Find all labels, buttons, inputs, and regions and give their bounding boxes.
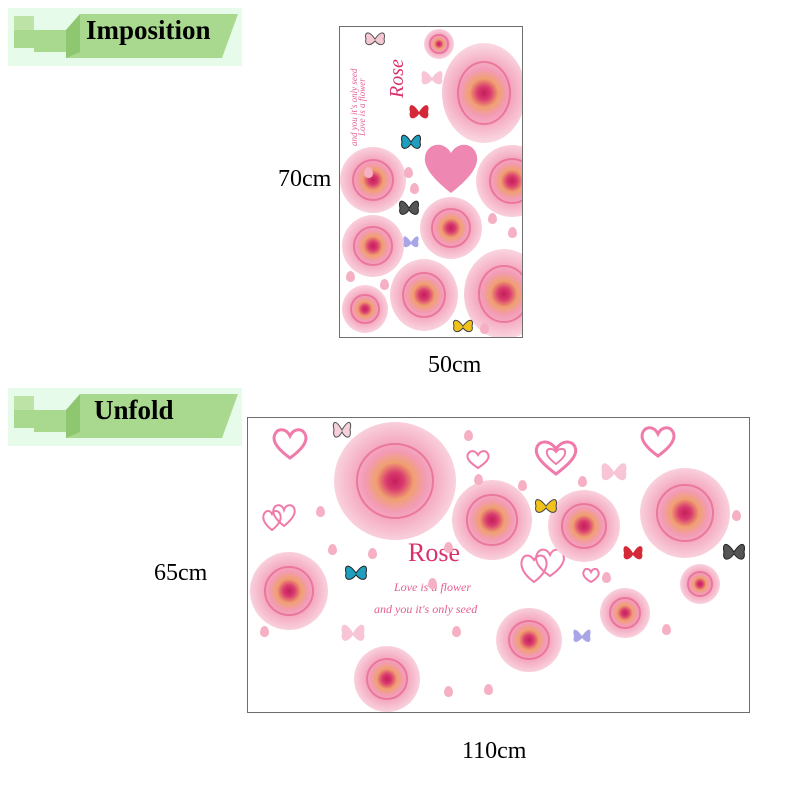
- butterfly-icon: [453, 319, 473, 333]
- petal: [346, 271, 355, 282]
- rose-sticker: [548, 490, 620, 562]
- butterfly-icon: [399, 200, 419, 215]
- petal: [480, 323, 489, 334]
- petal: [368, 548, 377, 559]
- petal: [518, 480, 527, 491]
- petal: [380, 279, 389, 290]
- petal: [428, 578, 437, 589]
- rose-sticker: [680, 564, 720, 604]
- butterfly-icon: [573, 629, 591, 642]
- butterfly-icon: [401, 134, 421, 149]
- petal: [602, 572, 611, 583]
- petal: [404, 167, 413, 178]
- imposition-sticker-sheet: and you it's only seed Love is a flower …: [339, 26, 523, 338]
- butterfly-icon: [341, 624, 365, 641]
- rose-sticker: [420, 197, 482, 259]
- petal: [662, 624, 671, 635]
- butterfly-icon: [345, 565, 367, 580]
- petal: [364, 167, 373, 178]
- rose-sticker: [250, 552, 328, 630]
- rose-sticker: [390, 259, 458, 331]
- imposition-height-label: 70cm: [278, 166, 332, 192]
- petal: [464, 430, 473, 441]
- petal: [316, 506, 325, 517]
- double-heart-outline-icon: [262, 504, 296, 532]
- petal: [444, 542, 453, 553]
- butterfly-icon: [365, 32, 385, 46]
- petal: [260, 626, 269, 637]
- banner-ribbon-icon: [14, 14, 238, 58]
- petal: [410, 183, 419, 194]
- petal: [488, 213, 497, 224]
- rose-sticker: [464, 249, 522, 337]
- rose-sticker: [452, 480, 532, 560]
- unfold-width-label: 110cm: [462, 738, 527, 764]
- petal: [484, 684, 493, 695]
- petal: [732, 510, 741, 521]
- heart-outline-icon: [466, 450, 490, 470]
- rose-sticker: [354, 646, 420, 712]
- heart-outline-icon: [272, 428, 308, 460]
- petal: [578, 476, 587, 487]
- nested-heart-outline-icon: [534, 440, 578, 476]
- petal: [508, 227, 517, 238]
- butterfly-icon: [723, 544, 745, 560]
- big-heart-icon: [424, 144, 478, 193]
- butterfly-icon: [601, 463, 627, 481]
- rose-sticker: [340, 147, 406, 213]
- unfold-label: Unfold: [94, 395, 174, 425]
- double-heart-outline-icon: [520, 548, 565, 584]
- unfold-script-title: Rose: [408, 538, 460, 567]
- heart-outline-icon: [640, 426, 676, 458]
- rose-sticker: [334, 422, 456, 540]
- petal: [444, 686, 453, 697]
- imposition-script-line1: Love is a flower: [357, 78, 367, 136]
- rose-sticker: [600, 588, 650, 638]
- imposition-script-text: and you it's only seed Love is a flower …: [342, 31, 408, 151]
- rose-sticker: [342, 215, 404, 277]
- imposition-width-label: 50cm: [428, 352, 482, 378]
- rose-sticker: [442, 43, 522, 143]
- unfold-height-label: 65cm: [154, 560, 208, 586]
- banner-ribbon-icon: [14, 394, 238, 438]
- butterfly-icon: [332, 422, 352, 438]
- unfold-script-line2: and you it's only seed: [374, 602, 478, 616]
- butterfly-icon: [409, 105, 429, 119]
- butterfly-icon: [535, 499, 557, 513]
- rose-sticker: [640, 468, 730, 558]
- petal: [328, 544, 337, 555]
- butterfly-icon: [623, 546, 643, 560]
- imposition-label: Imposition: [86, 15, 211, 45]
- rose-sticker: [342, 285, 388, 333]
- heart-outline-icon: [582, 568, 600, 584]
- rose-sticker: [424, 29, 454, 59]
- imposition-script-title: Rose: [385, 59, 408, 98]
- butterfly-icon: [421, 71, 443, 85]
- unfold-sticker-layout: Rose Love is a flower and you it's only …: [247, 417, 750, 713]
- rose-sticker: [496, 608, 562, 672]
- imposition-banner: Imposition: [8, 8, 242, 66]
- unfold-banner: Unfold: [8, 388, 242, 446]
- butterfly-icon: [403, 236, 419, 248]
- rose-sticker: [476, 145, 522, 217]
- petal: [452, 626, 461, 637]
- petal: [474, 474, 483, 485]
